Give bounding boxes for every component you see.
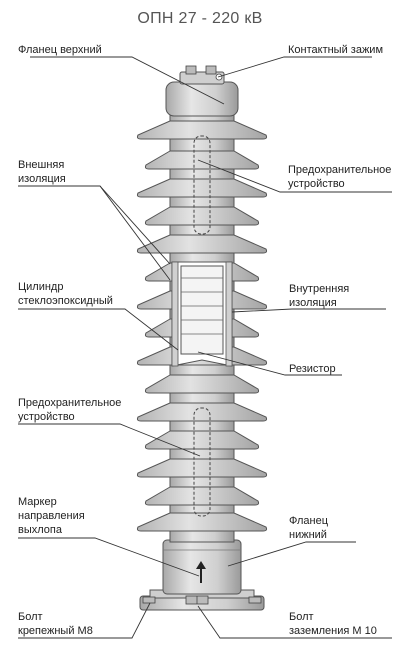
- leader-resistor: [197, 351, 342, 376]
- exhaust-marker-arrow: [196, 561, 206, 583]
- leader-contact-clamp: [217, 56, 372, 78]
- insulator-shed: [144, 430, 260, 450]
- insulator-shed: [136, 120, 268, 140]
- insulator-shed: [136, 402, 268, 422]
- resistor-stack: [180, 265, 224, 355]
- insulator-shed: [136, 512, 268, 532]
- leader-cylinder: [18, 308, 179, 351]
- label-fuse-top: Предохранительное устройство: [288, 164, 392, 190]
- insulator-shed: [136, 234, 268, 254]
- top-flange-shape: [165, 71, 239, 117]
- leader-outer-insulation-a: [18, 185, 171, 281]
- label-flange-bottom: Фланец нижний: [289, 515, 329, 541]
- leader-outer-insulation-b: [99, 185, 171, 265]
- leader-fuse-bottom: [18, 423, 201, 457]
- label-exhaust-marker: Маркер направления выхлопа: [18, 496, 85, 536]
- insulator-shed: [144, 150, 260, 170]
- diagram-title: ОПН 27 - 220 кВ: [137, 10, 263, 27]
- leader-ground-bolt: [197, 605, 392, 639]
- leader-fuse-top: [197, 159, 392, 193]
- cutaway-section: [171, 261, 233, 367]
- label-glass-epoxy-cylinder: Цилиндр стеклоэпоксидный: [18, 281, 113, 307]
- insulator-shed: [136, 178, 268, 198]
- label-mounting-bolt: Болт крепежный М8: [18, 611, 93, 637]
- insulator-shed: [144, 486, 260, 506]
- leader-inner-insulation: [231, 308, 386, 313]
- leader-mounting-bolt: [18, 602, 151, 639]
- glass-epoxy-cylinder-shape: [171, 261, 179, 367]
- insulator-shed: [136, 458, 268, 478]
- label-flange-top: Фланец верхний: [18, 44, 102, 56]
- insulator-shed: [144, 374, 260, 394]
- ground-bolt-shape: [185, 595, 209, 605]
- label-fuse-bottom: Предохранительное устройство: [18, 397, 122, 423]
- fuse-bottom-shape: [193, 407, 211, 517]
- mounting-bolt-shape: [142, 596, 262, 604]
- label-inner-insulation: Внутренняя изоляция: [289, 283, 350, 309]
- insulator-shed: [144, 206, 260, 226]
- fuse-top-shape: [193, 135, 211, 235]
- leader-flange-bottom: [227, 541, 356, 567]
- leader-lines: [18, 56, 392, 639]
- label-outer-insulation: Внешняя изоляция: [18, 159, 66, 185]
- label-resistor: Резистор: [289, 363, 336, 375]
- label-ground-bolt: Болт заземления М 10: [289, 611, 377, 637]
- leader-exhaust-marker: [18, 537, 200, 577]
- leader-flange-top: [30, 56, 225, 105]
- label-contact-clamp: Контактный зажим: [288, 44, 384, 56]
